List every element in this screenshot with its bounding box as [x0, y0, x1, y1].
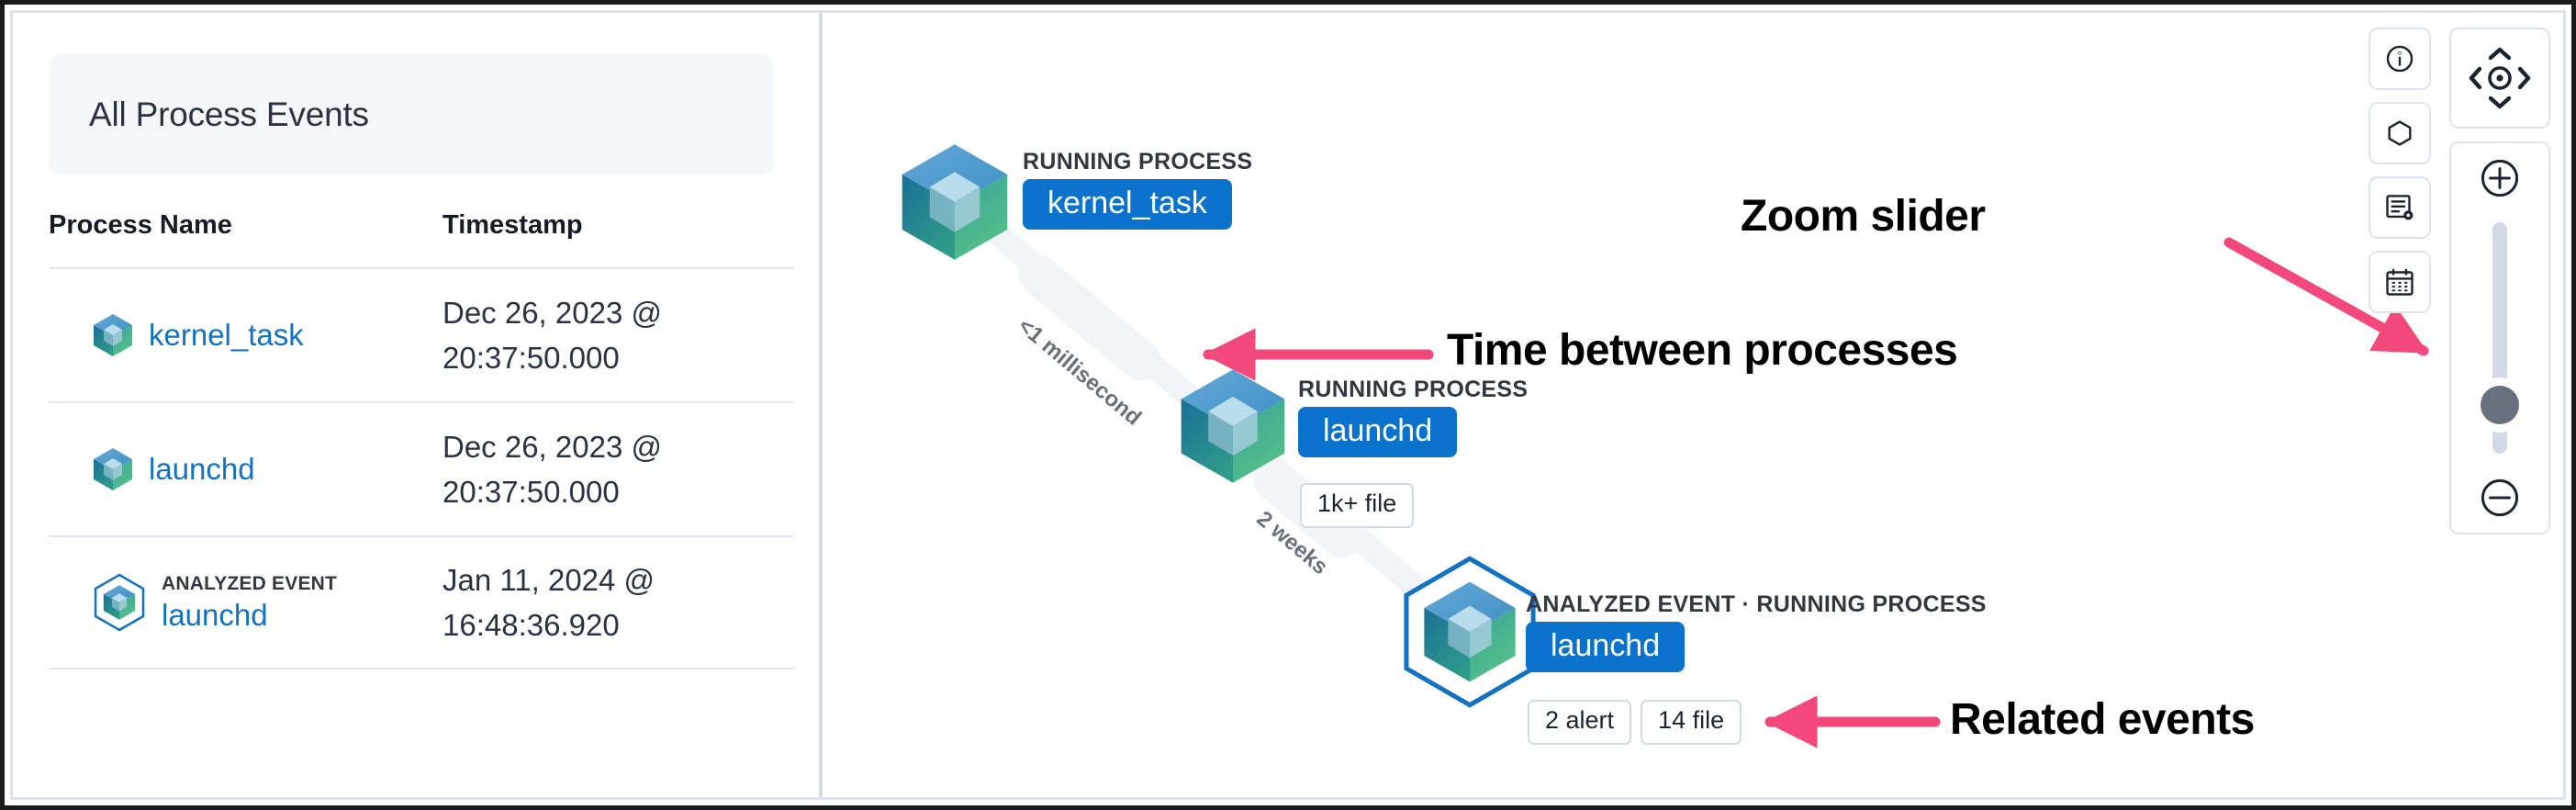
panel-divider	[819, 13, 823, 797]
info-icon-button[interactable]	[2369, 28, 2431, 90]
cell-timestamp: Jan 11, 2024 @ 16:48:36.920	[442, 537, 655, 668]
graph-node-badges-launchd-1: 1k+ file	[1300, 483, 1415, 528]
badge-file-count[interactable]: 14 file	[1641, 700, 1742, 745]
timestamp-date: Dec 26, 2023 @	[442, 295, 662, 330]
timestamp-time: 20:37:50.000	[442, 475, 620, 509]
table-row[interactable]: launchd Dec 26, 2023 @ 20:37:50.000	[49, 401, 794, 535]
cell-timestamp: Dec 26, 2023 @ 20:37:50.000	[442, 269, 662, 401]
process-cube-icon	[94, 314, 132, 356]
graph-node-kernel-task[interactable]	[900, 141, 1010, 267]
node-kind-label: RUNNING PROCESS	[1023, 149, 1253, 174]
process-name-wrap: kernel_task	[149, 316, 304, 354]
list-settings-icon	[2386, 195, 2414, 220]
table-header-row: Process Name Timestamp	[49, 210, 794, 267]
panel-header: All Process Events	[49, 54, 774, 174]
column-header-process-name[interactable]: Process Name	[49, 210, 232, 240]
calendar-icon-button[interactable]	[2369, 251, 2431, 313]
process-cube-icon[interactable]	[1179, 366, 1287, 486]
list-settings-icon-button[interactable]	[2369, 176, 2431, 239]
zoom-slider-track[interactable]	[2481, 222, 2519, 454]
graph-node-launchd-analyzed[interactable]	[1397, 554, 1542, 710]
graph-node-launchd-1[interactable]	[1179, 366, 1287, 490]
node-name-pill[interactable]: kernel_task	[1023, 178, 1232, 231]
analyzed-event-cube-icon	[93, 573, 146, 632]
node-kind-label: RUNNING PROCESS	[1298, 377, 1529, 402]
annotation-zoom-slider: Zoom slider	[1741, 192, 1986, 241]
graph-node-badges-launchd-analyzed: 2 alert 14 file	[1528, 700, 1742, 745]
arrow-zoom-slider	[2223, 237, 2429, 356]
cell-timestamp: Dec 26, 2023 @ 20:37:50.000	[442, 403, 662, 535]
timestamp-date: Jan 11, 2024 @	[442, 562, 655, 597]
cell-process-name: kernel_task	[93, 269, 304, 401]
badge-file-count[interactable]: 1k+ file	[1300, 483, 1415, 528]
center-target-icon	[2488, 66, 2512, 90]
down-chevron-icon	[2488, 96, 2512, 109]
zoom-slider[interactable]	[2449, 141, 2550, 534]
process-name-link[interactable]: launchd	[162, 598, 268, 633]
page-title: All Process Events	[89, 95, 369, 133]
process-name-wrap: ANALYZED EVENT launchd	[162, 571, 337, 635]
process-cube-icon[interactable]	[1422, 579, 1518, 684]
process-cube-icon[interactable]	[900, 141, 1010, 263]
annotation-time-between-processes: Time between processes	[1447, 326, 1958, 375]
app-window: All Process Events Process Name Timestam…	[10, 10, 2566, 800]
analyzed-event-tag: ANALYZED EVENT	[162, 572, 338, 594]
zoom-out-icon[interactable]	[2478, 476, 2522, 520]
table-row[interactable]: kernel_task Dec 26, 2023 @ 20:37:50.000	[49, 267, 794, 401]
edge-1-label-halo	[1018, 254, 1161, 381]
calendar-icon	[2386, 268, 2414, 296]
up-chevron-icon	[2488, 47, 2512, 61]
hexagon-icon-button[interactable]	[2369, 102, 2431, 164]
process-graph-canvas[interactable]: <1 millisecond 2 weeks RUNNING PROCESS k…	[823, 13, 2563, 797]
process-name-link[interactable]: kernel_task	[149, 318, 304, 353]
node-kind-label: ANALYZED EVENT · RUNNING PROCESS	[1526, 591, 1987, 617]
badge-alert-count[interactable]: 2 alert	[1528, 700, 1632, 745]
process-cube-icon	[94, 448, 132, 490]
left-chevron-icon	[2469, 66, 2482, 90]
timestamp-date: Dec 26, 2023 @	[442, 429, 662, 464]
cell-process-name: ANALYZED EVENT launchd	[93, 537, 337, 668]
cell-process-name: launchd	[93, 403, 255, 535]
navigation-pad[interactable]	[2449, 28, 2550, 129]
process-events-table: Process Name Timestamp	[49, 210, 794, 669]
process-cube-icon	[103, 585, 136, 620]
timestamp-time: 16:48:36.920	[442, 608, 620, 642]
analyzed-event-cube-icon[interactable]	[1397, 554, 1542, 710]
annotation-arrows	[1203, 237, 2429, 748]
timestamp-time: 20:37:50.000	[442, 341, 620, 375]
info-icon	[2386, 45, 2414, 73]
zoom-in-icon[interactable]	[2478, 156, 2522, 200]
process-name-wrap: launchd	[149, 450, 255, 488]
graph-node-label-kernel-task: RUNNING PROCESS kernel_task	[1023, 149, 1253, 231]
process-events-panel: All Process Events Process Name Timestam…	[13, 13, 819, 797]
hexagon-outline-icon	[94, 573, 145, 632]
zoom-slider-thumb[interactable]	[2481, 386, 2519, 424]
graph-node-label-launchd-1: RUNNING PROCESS launchd	[1298, 377, 1529, 458]
hexagon-icon	[2388, 120, 2412, 146]
right-chevron-icon	[2517, 66, 2531, 90]
table-row[interactable]: ANALYZED EVENT launchd Jan 11, 2024 @ 16…	[49, 535, 794, 669]
column-header-timestamp[interactable]: Timestamp	[442, 210, 583, 240]
annotation-related-events: Related events	[1950, 695, 2255, 744]
graph-node-label-launchd-analyzed: ANALYZED EVENT · RUNNING PROCESS launchd	[1526, 591, 1987, 673]
node-name-pill[interactable]: launchd	[1298, 406, 1458, 458]
graph-tool-buttons	[2369, 28, 2431, 313]
node-name-pill[interactable]: launchd	[1526, 621, 1686, 673]
process-name-link[interactable]: launchd	[149, 452, 255, 487]
